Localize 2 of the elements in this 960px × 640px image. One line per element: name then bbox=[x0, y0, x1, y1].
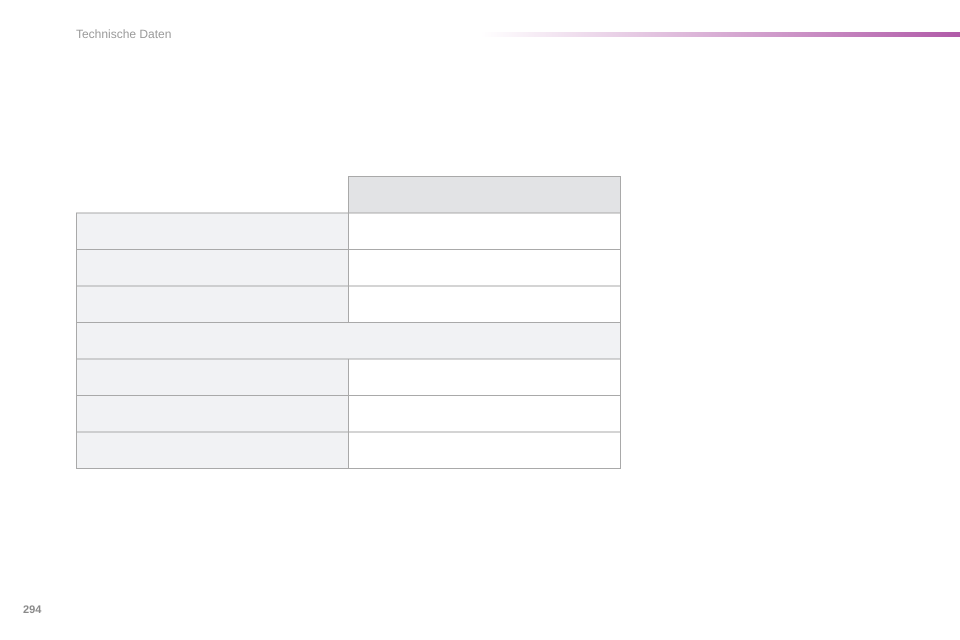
page-heading: Technische Daten bbox=[76, 27, 172, 41]
page-number: 294 bbox=[23, 604, 42, 616]
